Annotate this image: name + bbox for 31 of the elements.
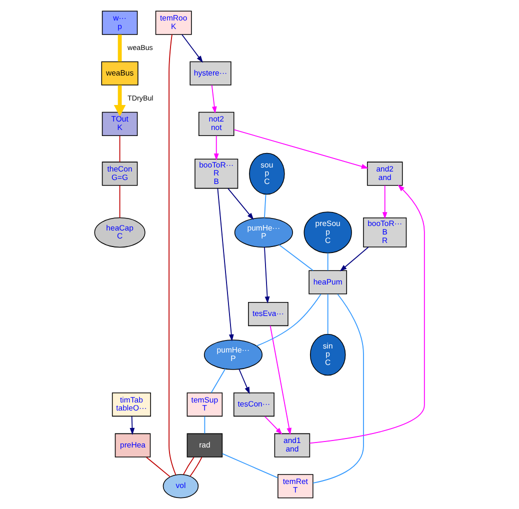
- connector: [119, 185, 120, 218]
- connector: [190, 456, 202, 477]
- arrow: [309, 184, 425, 444]
- arrow: [264, 416, 282, 435]
- connector: [312, 294, 364, 484]
- arrow: [217, 188, 234, 342]
- connector: [146, 456, 171, 478]
- connector: [264, 194, 266, 218]
- connector: [278, 244, 314, 271]
- arrow: [264, 246, 270, 304]
- arrow: [270, 325, 292, 435]
- connector: [210, 368, 226, 394]
- connector: [222, 453, 278, 478]
- connector: [327, 252, 328, 271]
- connector: [168, 34, 176, 476]
- arrow: [340, 246, 369, 272]
- connector: [256, 294, 322, 346]
- arrow: [211, 84, 217, 114]
- arrow: [382, 185, 388, 220]
- connector: [327, 294, 328, 334]
- arrow: [130, 416, 135, 435]
- arrow: [234, 129, 368, 169]
- connector: [118, 34, 122, 62]
- arrow: [228, 188, 254, 220]
- arrow: [238, 368, 250, 394]
- connector: [183, 456, 194, 475]
- arrow: [114, 85, 126, 116]
- connector: [119, 135, 120, 162]
- arrow: [182, 34, 203, 63]
- connector: [204, 416, 206, 434]
- arrow: [214, 135, 219, 160]
